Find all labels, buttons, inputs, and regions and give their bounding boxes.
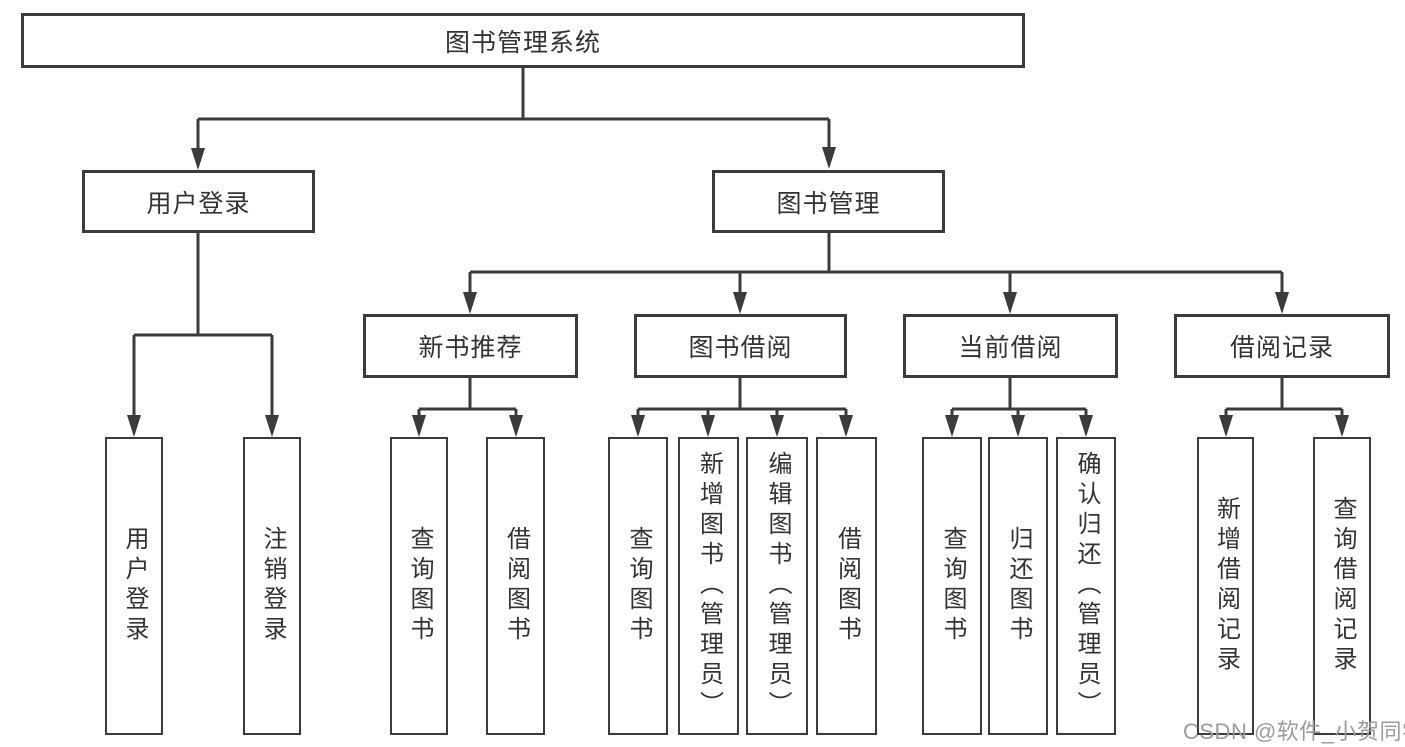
node-leaf-add-borrow-record: 新增借阅记录 <box>1197 437 1254 735</box>
node-new-book-recommend: 新书推荐 <box>363 314 578 378</box>
node-book-borrow: 图书借阅 <box>634 314 847 378</box>
csdn-watermark: CSDN @软件_小贺同学 <box>1183 719 1405 744</box>
node-leaf-logout: 注销登录 <box>243 437 301 735</box>
node-leaf-borrow-books-1: 借阅图书 <box>486 437 545 735</box>
node-leaf-add-books-admin: 新增图书（管理员） <box>678 437 739 735</box>
arrowheads <box>127 147 1349 437</box>
node-leaf-query-books-3: 查询图书 <box>922 437 982 735</box>
node-leaf-edit-books-admin: 编辑图书（管理员） <box>746 437 808 735</box>
node-current-borrow: 当前借阅 <box>903 314 1118 378</box>
node-leaf-query-books-2: 查询图书 <box>608 437 668 735</box>
node-leaf-query-borrow-record: 查询借阅记录 <box>1313 437 1371 735</box>
node-user-login: 用户登录 <box>82 170 315 233</box>
node-root-library-system: 图书管理系统 <box>21 13 1025 68</box>
node-book-management: 图书管理 <box>712 170 945 233</box>
node-leaf-query-books-1: 查询图书 <box>390 437 448 735</box>
node-leaf-confirm-return-admin: 确认归还（管理员） <box>1056 437 1116 735</box>
node-borrow-records: 借阅记录 <box>1174 314 1390 378</box>
node-leaf-borrow-books-2: 借阅图书 <box>816 437 877 735</box>
node-leaf-return-books: 归还图书 <box>988 437 1048 735</box>
node-leaf-user-login: 用户登录 <box>105 437 163 735</box>
